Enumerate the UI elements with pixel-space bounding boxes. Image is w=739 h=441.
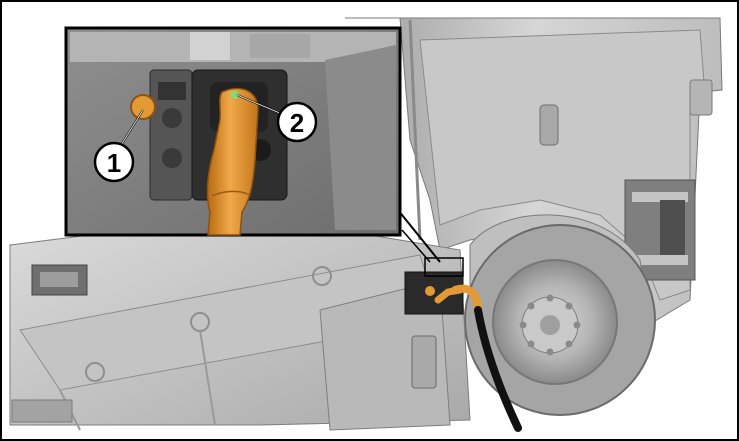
charging-plug <box>206 87 259 236</box>
callout-1-label: 1 <box>107 148 121 178</box>
charging-cable <box>451 284 522 432</box>
battery-housing <box>9 214 471 431</box>
inset-leader-lines <box>397 209 464 277</box>
front-wheel <box>464 214 656 416</box>
callout-1: 1 <box>93 109 144 183</box>
charge-indicator-button <box>130 94 156 120</box>
callout-2: 2 <box>236 94 318 143</box>
detail-inset <box>64 26 402 237</box>
callout-2-label: 2 <box>290 108 304 138</box>
